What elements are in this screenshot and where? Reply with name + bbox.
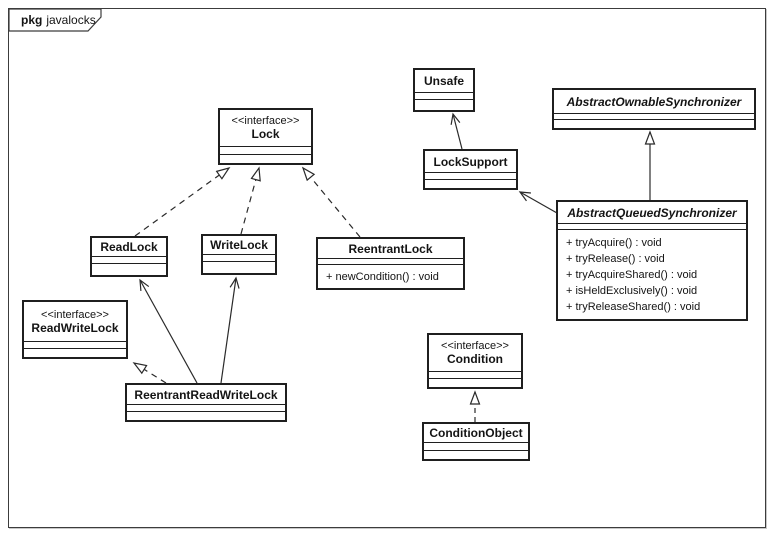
class-header: ReentrantReadWriteLock	[127, 385, 285, 404]
realization-arrow-readlock-to-lock	[134, 166, 231, 237]
class-box-lock: <<interface>> Lock	[218, 108, 313, 165]
class-header: <<interface>> Condition	[429, 335, 521, 371]
operations-compartment	[424, 450, 528, 459]
attributes-compartment	[429, 371, 521, 378]
class-name: ReadLock	[100, 240, 158, 254]
class-box-readlock: ReadLock	[90, 236, 168, 277]
class-header: ReadLock	[92, 238, 166, 256]
operations-compartment	[415, 99, 473, 110]
operations-compartment	[203, 261, 275, 273]
class-name: AbstractQueuedSynchronizer	[567, 205, 737, 220]
attributes-compartment	[558, 223, 746, 229]
method-item: + tryReleaseShared() : void	[566, 301, 701, 313]
operations-compartment: + tryAcquire() : void + tryRelease() : v…	[558, 229, 746, 319]
class-box-unsafe: Unsafe	[413, 68, 475, 112]
attributes-compartment	[424, 442, 528, 450]
attributes-compartment	[220, 146, 311, 154]
class-header: ConditionObject	[424, 424, 528, 442]
attributes-compartment	[554, 113, 754, 119]
operations-compartment	[429, 378, 521, 387]
operations-compartment	[92, 263, 166, 275]
method-item: + tryAcquire() : void	[566, 237, 662, 249]
method-item: + tryRelease() : void	[566, 253, 665, 265]
stereotype-label: <<interface>>	[41, 308, 109, 321]
class-header: Unsafe	[415, 70, 473, 92]
package-tab	[8, 8, 102, 32]
class-header: LockSupport	[425, 151, 516, 172]
attributes-compartment	[127, 404, 285, 411]
package-keyword: pkg	[21, 13, 43, 27]
class-name: WriteLock	[210, 238, 268, 252]
association-arrow-locksupport-to-unsafe	[450, 112, 463, 150]
stereotype-label: <<interface>>	[231, 115, 300, 127]
class-header: ReentrantLock	[318, 239, 463, 258]
class-box-writelock: WriteLock	[201, 234, 277, 275]
attributes-compartment	[318, 258, 463, 264]
realization-arrow-writelock-to-lock	[240, 166, 261, 235]
class-name: Unsafe	[423, 74, 464, 88]
class-name: ReentrantLock	[348, 241, 433, 256]
class-header: <<interface>> ReadWriteLock	[24, 302, 126, 341]
attributes-compartment	[92, 256, 166, 263]
operations-compartment	[425, 179, 516, 188]
class-box-abstract-queued-synchronizer: AbstractQueuedSynchronizer + tryAcquire(…	[556, 200, 748, 321]
association-arrow-aqs-to-locksupport	[518, 191, 558, 214]
class-name: ReentrantReadWriteLock	[134, 387, 278, 402]
class-header: AbstractQueuedSynchronizer	[558, 202, 746, 223]
operations-compartment	[220, 154, 311, 163]
method-item: + isHeldExclusively() : void	[566, 285, 698, 297]
class-name: LockSupport	[433, 154, 508, 169]
operations-compartment	[554, 119, 754, 128]
class-name: Lock	[251, 127, 280, 141]
class-box-readwritelock: <<interface>> ReadWriteLock	[22, 300, 128, 359]
operations-compartment	[24, 348, 126, 357]
class-name: Condition	[447, 352, 503, 366]
association-arrow-reentrantreadwritelock-to-readlock	[139, 278, 198, 384]
class-box-abstract-ownable-synchronizer: AbstractOwnableSynchronizer	[552, 88, 756, 130]
attributes-compartment	[203, 254, 275, 261]
class-header: AbstractOwnableSynchronizer	[554, 90, 754, 113]
class-name: ConditionObject	[429, 426, 523, 440]
attributes-compartment	[425, 172, 516, 179]
class-box-reentrantreadwritelock: ReentrantReadWriteLock	[125, 383, 287, 422]
package-name: javalocks	[46, 13, 96, 27]
stereotype-label: <<interface>>	[441, 340, 509, 352]
class-box-locksupport: LockSupport	[423, 149, 518, 190]
class-header: WriteLock	[203, 236, 275, 254]
realization-arrow-reentrantlock-to-lock	[301, 166, 361, 238]
class-name: AbstractOwnableSynchronizer	[566, 94, 742, 109]
operations-compartment	[127, 411, 285, 420]
class-name: ReadWriteLock	[31, 320, 119, 335]
attributes-compartment	[24, 341, 126, 348]
class-box-conditionobject: ConditionObject	[422, 422, 530, 461]
operations-compartment: + newCondition() : void	[318, 264, 463, 288]
method-item: + newCondition() : void	[326, 271, 439, 283]
class-header: <<interface>> Lock	[220, 110, 311, 146]
class-box-reentrantlock: ReentrantLock + newCondition() : void	[316, 237, 465, 290]
realization-arrow-reentrantreadwritelock-to-readwritelock	[132, 362, 167, 384]
class-box-condition: <<interface>> Condition	[427, 333, 523, 389]
method-item: + tryAcquireShared() : void	[566, 269, 698, 281]
attributes-compartment	[415, 92, 473, 99]
association-arrow-reentrantreadwritelock-to-writelock	[220, 276, 240, 384]
